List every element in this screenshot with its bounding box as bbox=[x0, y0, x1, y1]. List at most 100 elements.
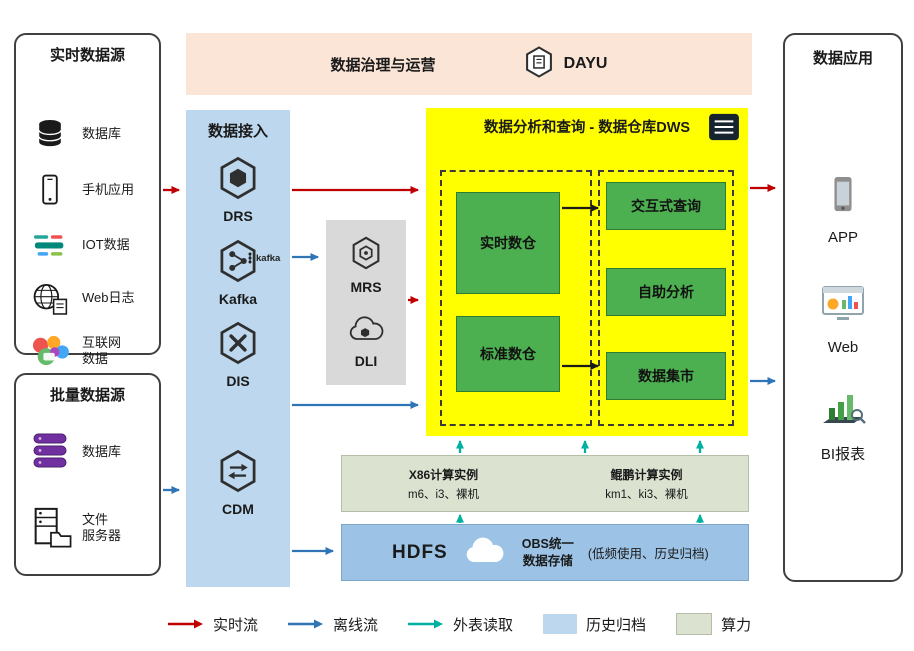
document-list-icon bbox=[708, 113, 740, 146]
source-label: 数据库 bbox=[82, 125, 122, 141]
module-interactive-query: 交互式查询 bbox=[606, 182, 726, 230]
dayu-hexagon-icon bbox=[522, 44, 556, 85]
source-label: 数据库 bbox=[82, 443, 122, 459]
module-label: 交互式查询 bbox=[631, 198, 701, 214]
service-drs: DRS bbox=[186, 155, 290, 224]
batch-sources-panel: 批量数据源 数据库 bbox=[14, 373, 161, 576]
cloud-icon bbox=[462, 535, 508, 570]
legend-label: 外表读取 bbox=[453, 616, 514, 634]
service-kafka: Kafka bbox=[186, 238, 290, 307]
smartphone-gray-icon bbox=[824, 175, 862, 220]
service-dis: DIS bbox=[186, 320, 290, 389]
service-name: MRS bbox=[350, 279, 382, 295]
module-self-service-analysis: 自助分析 bbox=[606, 268, 726, 316]
module-label: 实时数仓 bbox=[480, 235, 536, 251]
ingestion-title: 数据接入 bbox=[207, 123, 268, 140]
module-realtime-warehouse: 实时数仓 bbox=[456, 192, 560, 294]
x86-spec: m6、i3、裸机 bbox=[408, 488, 479, 501]
file-server-icon bbox=[26, 506, 74, 550]
module-label: 数据集市 bbox=[638, 368, 694, 384]
drs-hexagon-icon bbox=[215, 155, 261, 206]
governance-banner: 数据治理与运营 DAYU bbox=[186, 33, 752, 95]
analytics-group bbox=[598, 170, 734, 426]
source-item-weblog: Web日志 bbox=[26, 275, 153, 321]
source-item-fileserver: 文件 服务器 bbox=[26, 497, 153, 559]
dws-panel: 数据分析和查询 - 数据仓库DWS 实时数仓 标准数仓 交互式查询 自助分析 数… bbox=[426, 108, 748, 436]
service-name: DRS bbox=[223, 208, 253, 224]
dayu-product-name: DAYU bbox=[563, 55, 608, 72]
compute-panel: X86计算实例 m6、i3、裸机 鲲鹏计算实例 km1、ki3、裸机 bbox=[341, 455, 749, 512]
source-item-internet: 互联网 数据 bbox=[26, 327, 153, 375]
red-arrow-icon bbox=[168, 619, 203, 629]
batch-sources-title: 批量数据源 bbox=[49, 387, 125, 404]
module-label: 自助分析 bbox=[638, 284, 694, 300]
warehouse-group bbox=[440, 170, 592, 426]
legend-label: 实时流 bbox=[213, 616, 259, 634]
teal-arrow-icon bbox=[408, 619, 444, 629]
source-label: 手机应用 bbox=[82, 181, 135, 197]
legend-label: 算力 bbox=[721, 616, 752, 634]
ingestion-panel: 数据接入 DRS Kafka bbox=[186, 110, 290, 587]
applications-panel: 数据应用 APP bbox=[783, 33, 903, 582]
legend-label: 离线流 bbox=[333, 616, 379, 634]
source-item-batch-database: 数据库 bbox=[26, 423, 153, 481]
applications-title: 数据应用 bbox=[812, 50, 873, 67]
service-name: DIS bbox=[226, 373, 250, 389]
realtime-sources-panel: 实时数据源 数据库 手机应用 bbox=[14, 33, 161, 366]
legend-realtime-flow: 实时流 bbox=[168, 614, 258, 635]
app-label: APP bbox=[827, 229, 858, 246]
x86-name: X86计算实例 bbox=[408, 467, 479, 482]
processing-panel: MRS DLI bbox=[326, 220, 406, 385]
source-item-iot: IOT数据 bbox=[26, 223, 153, 267]
source-item-mobile: 手机应用 bbox=[26, 167, 153, 213]
app-item-web: Web bbox=[785, 283, 901, 356]
legend-archive: 历史归档 bbox=[543, 614, 646, 635]
service-name: CDM bbox=[222, 501, 254, 517]
kunpeng-spec: km1、ki3、裸机 bbox=[605, 488, 688, 501]
source-label: 文件 服务器 bbox=[82, 511, 122, 543]
database-icon bbox=[26, 116, 74, 152]
legend-offline-flow: 离线流 bbox=[288, 614, 378, 635]
kunpeng-name: 鲲鹏计算实例 bbox=[610, 467, 683, 482]
storage-panel: HDFS OBS统一 数据存储 (低频使用、历史归档) bbox=[341, 524, 749, 581]
kafka-wordmark-text: kafka bbox=[256, 252, 281, 264]
internet-collage-icon bbox=[26, 334, 74, 368]
kafka-wordmark: kafka bbox=[246, 252, 280, 264]
hdfs-label: HDFS bbox=[392, 541, 448, 563]
realtime-sources-title: 实时数据源 bbox=[49, 47, 125, 64]
dli-cloud-icon bbox=[346, 312, 386, 351]
bar-chart-3d-icon bbox=[820, 387, 866, 434]
dis-hexagon-icon bbox=[215, 320, 261, 371]
service-name: DLI bbox=[354, 353, 378, 369]
blue-arrow-icon bbox=[288, 619, 324, 629]
source-item-database: 数据库 bbox=[26, 111, 153, 157]
kunpeng-compute: 鲲鹏计算实例 km1、ki3、裸机 bbox=[545, 456, 748, 511]
source-label: 互联网 数据 bbox=[82, 334, 122, 366]
archive-swatch bbox=[543, 614, 578, 634]
governance-title: 数据治理与运营 bbox=[330, 56, 436, 74]
module-label: 标准数仓 bbox=[480, 346, 536, 362]
database-stack-purple-icon bbox=[26, 430, 74, 474]
cdm-hexagon-icon bbox=[215, 448, 261, 499]
module-standard-warehouse: 标准数仓 bbox=[456, 316, 560, 392]
kafka-logo-glyph bbox=[248, 252, 252, 264]
kafka-hexagon-icon bbox=[215, 238, 261, 289]
smartphone-icon bbox=[26, 172, 74, 208]
module-data-mart: 数据集市 bbox=[606, 352, 726, 400]
service-dli: DLI bbox=[326, 312, 406, 369]
service-mrs: MRS bbox=[326, 234, 406, 295]
legend-compute: 算力 bbox=[676, 613, 751, 635]
mrs-hexagon-icon bbox=[347, 234, 385, 277]
obs-label: OBS统一 数据存储 bbox=[521, 537, 574, 568]
service-cdm: CDM bbox=[186, 448, 290, 517]
app-label: Web bbox=[827, 339, 859, 356]
app-label: BI报表 bbox=[820, 446, 866, 463]
dws-title: 数据分析和查询 - 数据仓库DWS bbox=[483, 120, 691, 136]
legend: 实时流 离线流 外表读取 历史归档 算力 bbox=[168, 613, 751, 635]
x86-compute: X86计算实例 m6、i3、裸机 bbox=[342, 456, 545, 511]
app-item-bi: BI报表 bbox=[785, 387, 901, 464]
source-label: IOT数据 bbox=[82, 236, 130, 252]
legend-external-read: 外表读取 bbox=[408, 614, 513, 635]
globe-document-icon bbox=[26, 280, 74, 317]
